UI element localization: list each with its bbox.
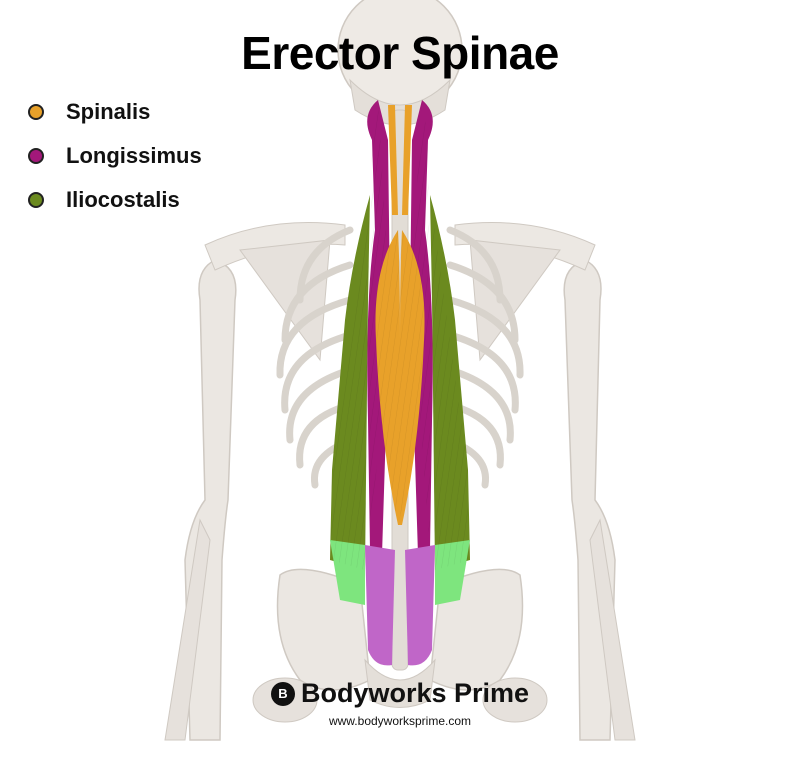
rib-cage [276,226,524,489]
legend-label: Spinalis [66,99,151,124]
legend-swatch-longissimus [28,148,44,164]
shoulder-girdle [204,222,596,362]
diagram-title: Erector Spinae [241,27,559,79]
legend-swatch-spinalis [28,104,44,120]
legend-label: Longissimus [66,143,202,168]
brand-name: Bodyworks Prime [300,678,530,708]
legend: Spinalis Longissimus Iliocostalis [28,90,202,222]
legend-item-longissimus: Longissimus [28,134,202,178]
legend-swatch-iliocostalis [28,192,44,208]
left-arm-bones [164,259,237,741]
legend-label: Iliocostalis [66,187,180,212]
brand-logo-icon: B [270,681,295,706]
brand-logo-row: B Bodyworks Prime [0,678,800,709]
brand-url: www.bodyworksprime.com [328,714,472,728]
iliocostalis-muscle [330,195,470,605]
legend-item-iliocostalis: Iliocostalis [28,178,202,222]
spinalis-muscle [375,105,425,525]
right-arm-bones [563,259,636,741]
legend-item-spinalis: Spinalis [28,90,202,134]
